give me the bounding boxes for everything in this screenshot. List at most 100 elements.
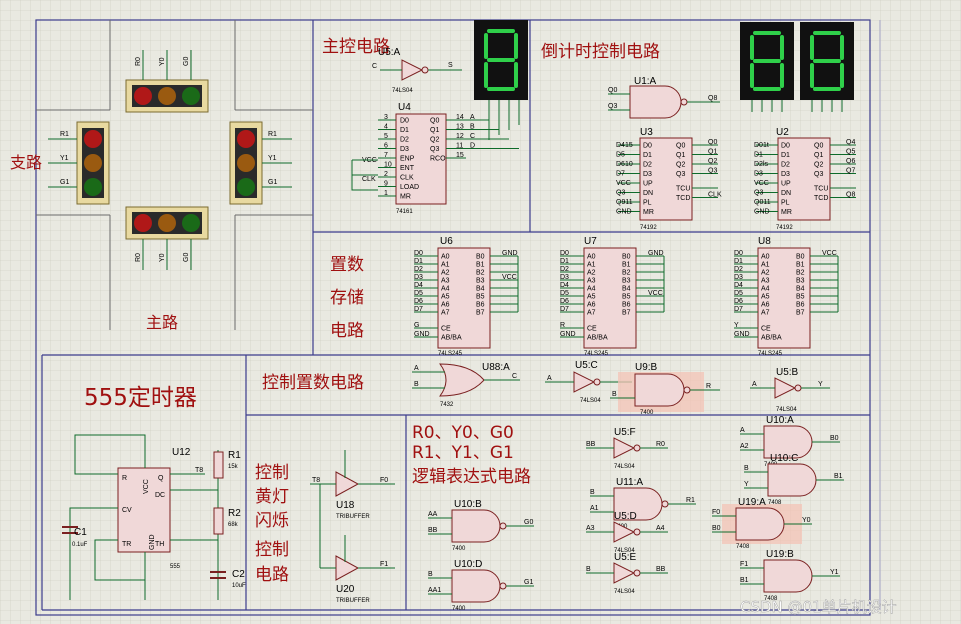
u3-pins-net-label: Q3 xyxy=(708,168,717,175)
u3-pins-pin-name: D3 xyxy=(643,171,652,178)
u4-pin-name: MR xyxy=(400,194,411,201)
net-u5b-in: A xyxy=(752,381,757,388)
chip-u6: U6 A0D0A1D1A2D2A3D3A4D4A5D5A6D6A7D7CEGAB… xyxy=(414,236,519,357)
part-u8: 74LS245 xyxy=(758,351,783,357)
u7-pins-pin-name: CE xyxy=(587,326,597,333)
gate-ref: U11:A xyxy=(616,477,643,488)
pin-555-r: R xyxy=(122,475,127,482)
u7-pins-pin-name: B4 xyxy=(622,286,631,293)
u7-pins-net-label: D6 xyxy=(560,298,569,305)
u4-pin-num: 1 xyxy=(384,190,388,197)
u7-pins-net-label: GND xyxy=(560,331,576,338)
net-u1a-in2: Q3 xyxy=(608,103,617,110)
seven-seg-display-main xyxy=(474,20,528,140)
pin-555-dc: DC xyxy=(155,492,165,499)
u3-pins-pin-name: Q2 xyxy=(676,162,685,169)
val-r2: 68k xyxy=(228,522,239,528)
ref-u20: U20 xyxy=(336,584,355,595)
u8-pins-net-label: D3 xyxy=(734,274,743,281)
title-store-1: 置数 xyxy=(330,255,364,275)
u4-pin-name: Q2 xyxy=(430,137,439,144)
u3-pins-pin-name: TCD xyxy=(676,195,690,202)
u8-pins-pin-name: B1 xyxy=(796,262,805,269)
u6-pins-pin-name: CE xyxy=(441,326,451,333)
u4-pin-num: 13 xyxy=(456,124,464,131)
u4-pin-num: 7 xyxy=(384,152,388,159)
gate-in-label: BB xyxy=(586,441,596,448)
chip-u7: U7 A0D0A1D1A2D2A3D3A4D4A5D5A6D6A7D7CERAB… xyxy=(560,236,665,357)
title-555-timer: 555定时器 xyxy=(84,385,197,411)
u4-net-label: A xyxy=(470,114,475,121)
u4-pin-name: D0 xyxy=(400,118,409,125)
gate-in1-label: F0 xyxy=(712,509,720,516)
u8-pins-pin-name: A2 xyxy=(761,270,770,277)
u3-pins-pin-name: UP xyxy=(643,181,653,188)
capacitor-c2: C2 10uF xyxy=(210,569,246,589)
gate-in1-label: F1 xyxy=(740,561,748,568)
u3-pins-pin-name: Q3 xyxy=(676,171,685,178)
gate-ref: U5:D xyxy=(614,511,637,522)
u4-pin-name: ENP xyxy=(400,156,415,163)
gate-u10a: U10:AAA2B07408 xyxy=(740,415,840,468)
u7-pins-pin-name: B7 xyxy=(622,310,631,317)
u4-pin-num: 15 xyxy=(456,152,464,159)
u7-pins-net-label: D7 xyxy=(560,306,569,313)
u4-pin-name: Q1 xyxy=(430,127,439,134)
u6-pins-pin-name: B6 xyxy=(476,302,485,309)
road-lines xyxy=(36,20,313,330)
u7-pins-pin-name: A6 xyxy=(587,302,596,309)
gate-ref: U19:B xyxy=(766,549,794,560)
u2-pins-pin-name: Q1 xyxy=(814,152,823,159)
u3-pins-pin-name: MR xyxy=(643,209,654,216)
gate-u5c: U5:C A 74LS04 xyxy=(545,360,632,404)
ref-c1: C1 xyxy=(74,527,87,538)
part-u20: TRIBUFFER xyxy=(336,598,370,604)
pin-555-gnd: GND xyxy=(149,534,156,550)
u4-pin-num: 3 xyxy=(384,114,388,121)
gate-ref: U19:A xyxy=(738,497,766,508)
tl-bottom-r: R0 xyxy=(135,253,142,262)
gate-ref: U5:F xyxy=(614,427,636,438)
tl-bottom-g: G0 xyxy=(183,253,190,262)
gate-u1a: U1:A Q0 Q3 Q8 xyxy=(608,76,720,119)
ref-c2: C2 xyxy=(232,569,245,580)
ref-u3: U3 xyxy=(640,127,653,138)
u2-pins-net-label: Q011 xyxy=(754,199,771,206)
u6-pins-pin-name: AB/BA xyxy=(441,335,462,342)
chip-u2: U2 D0D01tD1D1D2D2lsD3D3UPVCCDNQ3PLQ011MR… xyxy=(754,127,856,231)
gate-part: 7408 xyxy=(736,544,750,550)
u8-pins-pin-name: A0 xyxy=(761,254,770,261)
tl-top-r: R0 xyxy=(135,57,142,66)
u7-pins-net-label: R xyxy=(560,322,565,329)
u8-pins-pin-name: B7 xyxy=(796,310,805,317)
u7-pins-pin-name: B2 xyxy=(622,270,631,277)
title-main-control: 主控电路 xyxy=(322,37,390,57)
u8-pins-net-label: GND xyxy=(734,331,750,338)
gate-ref: U10:B xyxy=(454,499,482,510)
u6-pins-pin-name: A4 xyxy=(441,286,450,293)
gate-out-label: R0 xyxy=(656,441,665,448)
u7-pins-pin-name: A2 xyxy=(587,270,596,277)
u2-pins-pin-name: PL xyxy=(781,200,790,207)
u3-pins-pin-name: TCU xyxy=(676,186,690,193)
net-u5b-out: Y xyxy=(818,381,823,388)
buffer-u18: T8 F0 U18 TRIBUFFER xyxy=(310,450,395,520)
u4-pin-num: 2 xyxy=(384,171,388,178)
section-frames xyxy=(35,19,881,616)
gate-in1-label: B xyxy=(428,571,433,578)
gate-body xyxy=(451,509,501,543)
tl-left-r: R1 xyxy=(60,131,69,138)
ref-u1a: U1:A xyxy=(634,76,657,87)
gate-out-label: G1 xyxy=(524,579,533,586)
tl-left-g: G1 xyxy=(60,179,69,186)
gate-out-label: Y0 xyxy=(802,517,811,524)
gate-out-label: B0 xyxy=(830,435,839,442)
u8-pins-pin-name: A4 xyxy=(761,286,770,293)
u3-pins-pin-name: D1 xyxy=(643,152,652,159)
